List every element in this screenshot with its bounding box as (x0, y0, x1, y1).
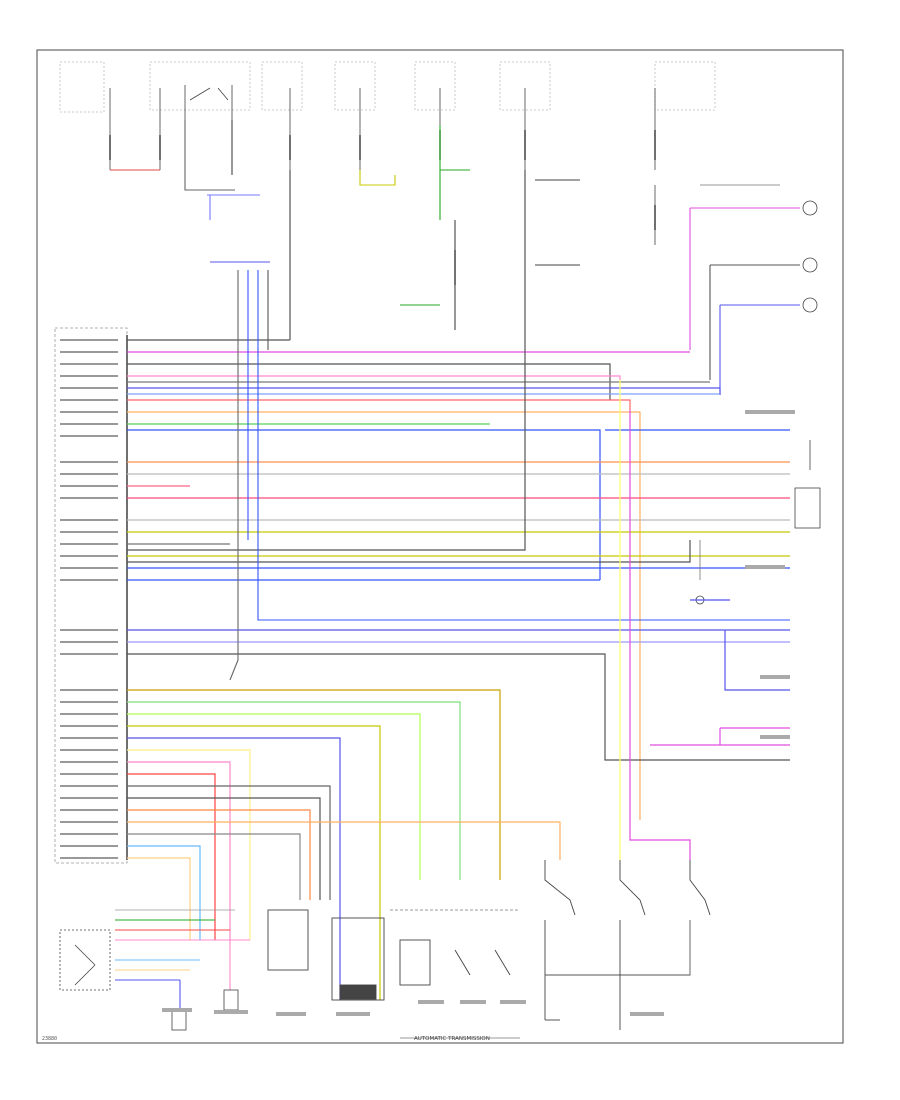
fuse-symbols (109, 130, 656, 285)
bottom-sensors (267, 909, 520, 1039)
vertical-harness (210, 261, 790, 681)
brake-switch-cluster (544, 860, 711, 1030)
trans-range-switch (59, 909, 250, 1031)
top-wires (110, 120, 580, 340)
top-fuse-block (59, 61, 716, 245)
figure-code: 23880 (42, 1036, 57, 1042)
pcm-harness-wires (127, 339, 790, 820)
label-blocks (162, 410, 795, 1016)
pcm-pin-labels (60, 339, 118, 859)
lamp-wires (689, 207, 800, 395)
bottom-caption: AUTOMATIC TRANSMISSION (414, 1036, 490, 1042)
pcm-lower-wires (127, 380, 691, 1000)
right-components (650, 440, 821, 746)
indicator-lamps (700, 184, 818, 313)
diagram-frame (36, 49, 844, 1044)
pcm-block (54, 327, 128, 864)
